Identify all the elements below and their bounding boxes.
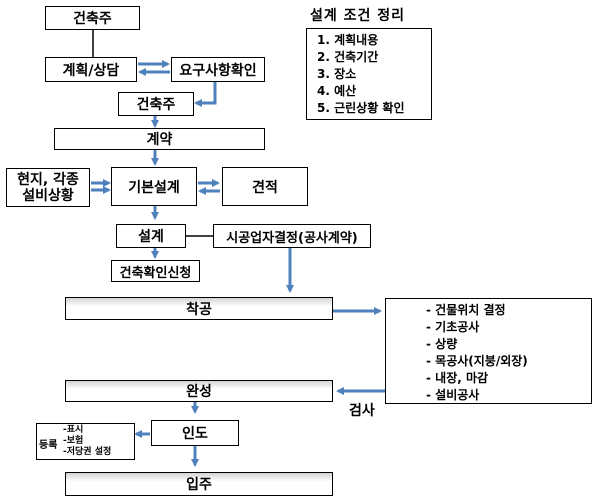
work-item: - 설비공사 (426, 388, 480, 402)
node-site-text: 현지, 각종 설비상황 (17, 171, 79, 204)
node-client-top: 건축주 (45, 6, 140, 30)
node-start: 착공 (65, 297, 333, 320)
registration-item: -저당권 설정 (63, 447, 112, 457)
works-list: - 건물위치 결정 - 기초공사 - 상량 - 목공사(지붕/외장) - 내장,… (426, 302, 591, 404)
condition-item: 3. 장소 (317, 67, 357, 81)
node-client-mid: 건축주 (118, 92, 194, 116)
work-item: - 목공사(지붕/외장) (426, 354, 528, 368)
node-complete: 완성 (65, 380, 333, 402)
node-site: 현지, 각종 설비상황 (6, 168, 90, 207)
arrow-requirements-to-client (194, 80, 217, 107)
work-item: - 건물위치 결정 (426, 303, 506, 317)
registration-label: 등록 (39, 440, 58, 451)
node-basic-design: 기본설계 (111, 167, 197, 206)
work-item: - 내장, 마감 (426, 371, 489, 385)
registration-item: -보험 (63, 436, 84, 446)
registration-item: -표시 (63, 425, 84, 435)
node-design: 설계 (116, 224, 186, 248)
node-plan: 계획/상담 (45, 57, 137, 82)
work-item: - 상량 (426, 337, 458, 351)
registration-panel: 등록 -표시 -보험 -저당권 설정 (36, 423, 135, 460)
node-estimate: 견적 (222, 167, 308, 206)
conditions-title: 설계 조건 정리 (310, 8, 406, 24)
node-handover: 인도 (151, 420, 239, 446)
node-permit: 건축확인신청 (111, 260, 200, 282)
works-panel: - 건물위치 결정 - 기초공사 - 상량 - 목공사(지붕/외장) - 내장,… (385, 298, 592, 404)
condition-item: 2. 건축기간 (317, 50, 379, 64)
registration-list: -표시 -보험 -저당권 설정 (63, 425, 111, 458)
inspection-label: 검사 (349, 403, 375, 419)
conditions-panel: 1. 계획내용 2. 건축기간 3. 장소 4. 예산 5. 근린상황 확인 (306, 28, 432, 120)
condition-item: 4. 예산 (317, 84, 357, 98)
conditions-list: 1. 계획내용 2. 건축기간 3. 장소 4. 예산 5. 근린상황 확인 (317, 32, 431, 117)
work-item: - 기초공사 (426, 320, 480, 334)
node-contractor: 시공업자결정(공사계약) (213, 224, 371, 248)
condition-item: 1. 계획내용 (317, 33, 379, 47)
node-move-in: 입주 (65, 472, 333, 496)
condition-item: 5. 근린상황 확인 (317, 101, 405, 115)
node-contract: 계약 (54, 128, 265, 150)
node-requirements: 요구사항확인 (171, 57, 265, 82)
